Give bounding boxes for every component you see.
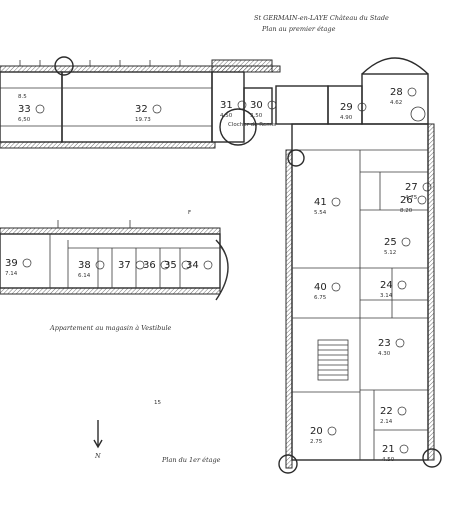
room-dimension-30: 3.50: [250, 113, 263, 119]
misc-f: F: [188, 210, 191, 216]
room-number-36: 36: [143, 260, 156, 271]
header-line-2: Plan au premier étage: [261, 25, 336, 33]
room-number-41: 41: [314, 197, 327, 208]
room-marker-41: [331, 197, 341, 207]
room-marker-20: [327, 426, 337, 436]
room-number-21: 21: [382, 444, 395, 455]
room-marker-25: [401, 237, 411, 247]
room-dimension-27: 4.75: [405, 195, 418, 201]
room-dimension-20: 2.75: [310, 439, 323, 445]
plan-ref: Plan du 1er étage: [161, 456, 221, 464]
room-dimension-40: 6.75: [314, 295, 327, 301]
room-marker-37: [135, 260, 145, 270]
room-number-23: 23: [378, 338, 391, 349]
room-marker-26: [417, 195, 427, 205]
room-marker-32: [152, 104, 162, 114]
room-dimension-alt-33: 8.5: [18, 94, 27, 100]
room-marker-21: [399, 444, 409, 454]
room-dimension-39: 7.14: [5, 271, 18, 277]
room-marker-35: [181, 260, 191, 270]
room-number-26: 26: [400, 195, 413, 206]
room-number-29: 29: [340, 102, 353, 113]
room-number-22: 22: [380, 406, 393, 417]
room-marker-33: [35, 104, 45, 114]
room-marker-30: [267, 100, 277, 110]
room-marker-23: [395, 338, 405, 348]
north-label: N: [94, 452, 101, 460]
room-number-30: 30: [250, 100, 263, 111]
east-wing: [278, 123, 442, 474]
room-marker-22: [397, 406, 407, 416]
header-line-1: St GERMAIN-en-LAYE Château du Stade: [254, 14, 389, 22]
sub-caption: Appartement au magasin à Vestibule: [49, 324, 172, 332]
room-number-32: 32: [135, 104, 148, 115]
room-dimension-29: 4.90: [340, 115, 353, 121]
room-number-40: 40: [314, 282, 327, 293]
room-number-25: 25: [384, 237, 397, 248]
room-number-28: 28: [390, 87, 403, 98]
room-marker-38: [95, 260, 105, 270]
room-number-39: 39: [5, 258, 18, 269]
room-marker-34: [203, 260, 213, 270]
room-dimension-25: 5.12: [384, 250, 396, 256]
tower-label: Clocher de Remis: [228, 122, 276, 128]
room-number-33: 33: [18, 104, 31, 115]
room-marker-28: [407, 87, 417, 97]
lower-left-wing: [0, 220, 229, 301]
room-dimension-31: 4.50: [220, 113, 233, 119]
room-dimension-24: 3.14: [380, 293, 393, 299]
room-marker-40: [331, 282, 341, 292]
room-number-37: 37: [118, 260, 131, 271]
room-dimension-32: 19.73: [135, 117, 151, 123]
room-marker-29: [357, 102, 367, 112]
room-number-34: 34: [186, 260, 199, 271]
room-marker-36: [160, 260, 170, 270]
room-dimension-38: 6.14: [78, 273, 91, 279]
room-number-35: 35: [164, 260, 177, 271]
room-marker-24: [397, 280, 407, 290]
north-arrow: N: [93, 420, 103, 460]
room-marker-27: [422, 182, 432, 192]
top-wing: [0, 56, 429, 149]
room-dimension-26: 8.20: [400, 208, 413, 214]
room-marker-39: [22, 258, 32, 268]
room-number-20: 20: [310, 426, 323, 437]
room-number-24: 24: [380, 280, 393, 291]
room-number-38: 38: [78, 260, 91, 271]
misc-15: 15: [154, 400, 161, 406]
room-dimension-28: 4.62: [390, 100, 402, 106]
room-dimension-22: 2.14: [380, 419, 393, 425]
room-labels: 33 6,50 8.5 32 19.73 31 4.50 30 3.50 29 4.90 28 4.62…: [5, 87, 432, 463]
staircase: [317, 339, 349, 381]
room-number-27: 27: [405, 182, 418, 193]
room-dimension-33: 6,50: [18, 117, 31, 123]
room-dimension-21: 4.50: [382, 457, 395, 463]
room-dimension-23: 4.30: [378, 351, 391, 357]
room-dimension-41: 5.54: [314, 210, 327, 216]
room-number-31: 31: [220, 100, 233, 111]
room-marker-31: [237, 100, 247, 110]
